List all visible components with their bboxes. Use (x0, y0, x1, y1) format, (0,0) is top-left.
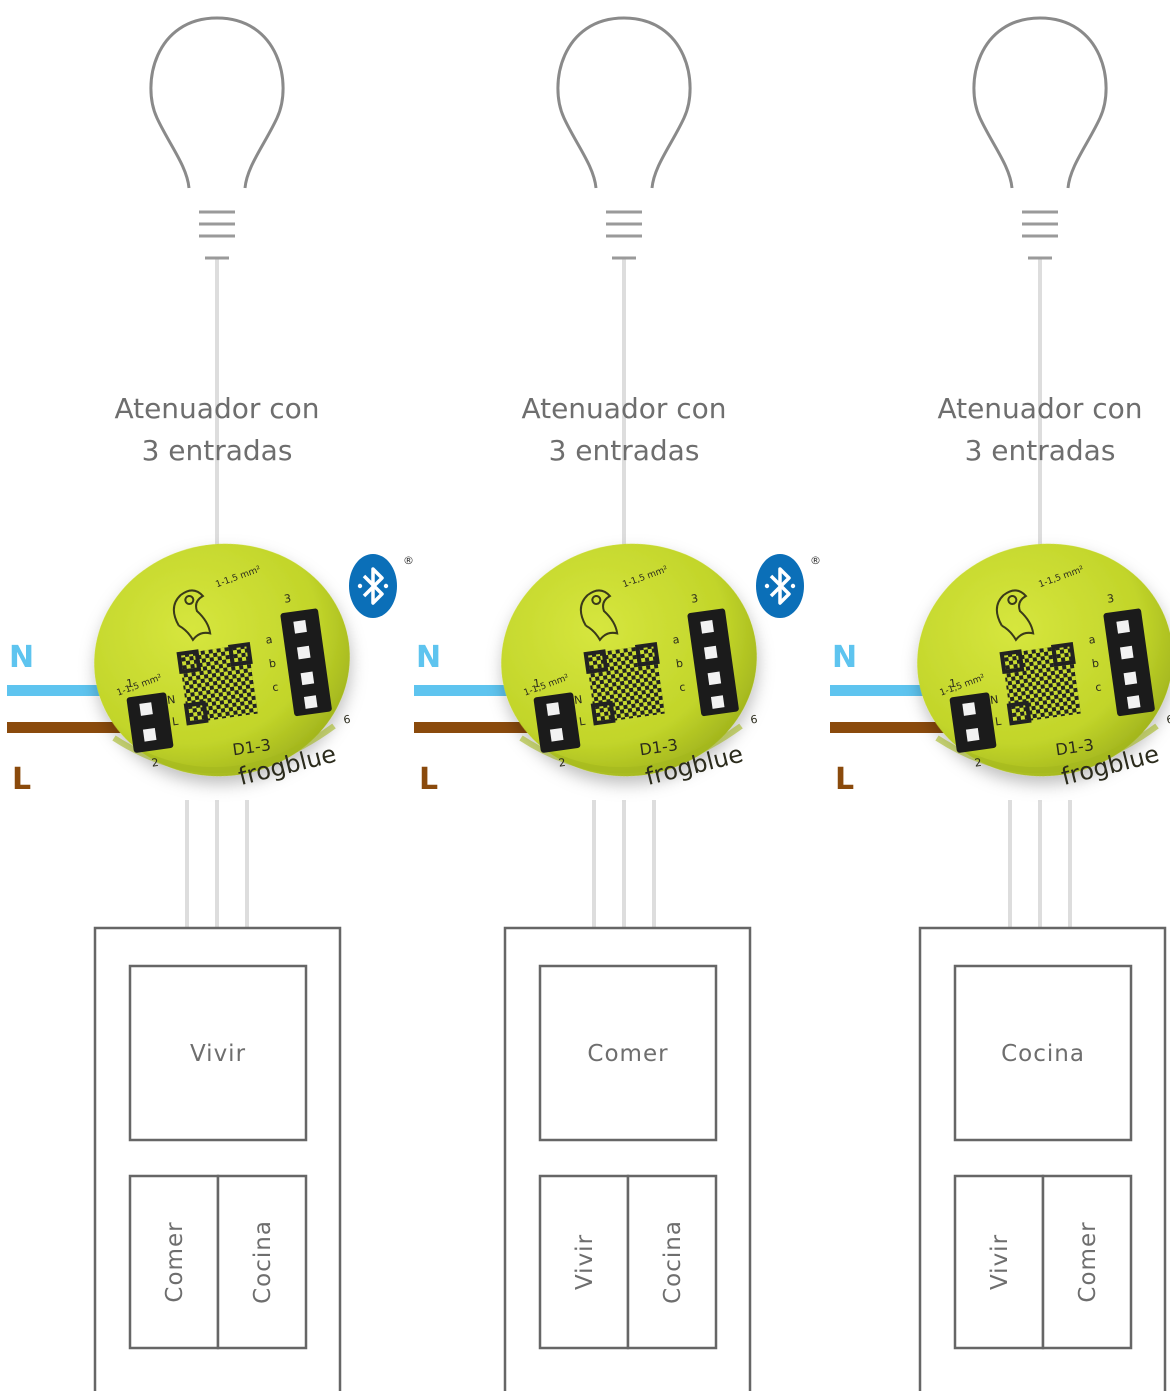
neutral-label: N (832, 640, 858, 675)
small-switch-label: Comer (1075, 1221, 1101, 1302)
dimmer-device (79, 527, 365, 792)
neutral-wire (7, 685, 137, 696)
small-switch-label: Cocina (250, 1220, 276, 1304)
small-switch-button[interactable] (953, 1174, 1045, 1350)
small-switch-button[interactable] (216, 1174, 308, 1350)
dimmer-device (486, 527, 772, 792)
live-wire (830, 722, 960, 733)
device-label-line: 3 entradas (964, 434, 1116, 467)
bluetooth-icon (347, 552, 416, 620)
device-label-line: 3 entradas (548, 434, 700, 467)
device-label-line: Atenuador con (521, 392, 727, 425)
main-switch-label: Cocina (1001, 1041, 1085, 1067)
small-switch-label: Vivir (987, 1234, 1013, 1290)
small-switch-button[interactable] (538, 1174, 630, 1350)
small-switch-label: Comer (162, 1221, 188, 1302)
main-switch-button[interactable] (538, 964, 718, 1142)
device-label: Atenuador con 3 entradas (494, 388, 754, 472)
device-label: Atenuador con 3 entradas (87, 388, 347, 472)
neutral-wire (830, 685, 960, 696)
small-switch-button[interactable] (1041, 1174, 1133, 1350)
main-switch-button[interactable] (128, 964, 308, 1142)
small-switch-button[interactable] (626, 1174, 718, 1350)
device-label-line: Atenuador con (937, 392, 1143, 425)
light-bulb-icon (556, 16, 692, 260)
device-label: Atenuador con 3 entradas (910, 388, 1170, 472)
live-wire (414, 722, 544, 733)
dimmer-device (902, 527, 1170, 792)
device-label-line: 3 entradas (141, 434, 293, 467)
live-label: L (12, 762, 32, 797)
bluetooth-icon (754, 552, 823, 620)
device-label-line: Atenuador con (114, 392, 320, 425)
main-switch-label: Comer (587, 1041, 668, 1067)
live-wire (7, 722, 137, 733)
neutral-label: N (416, 640, 442, 675)
light-bulb-icon (149, 16, 285, 260)
main-switch-button[interactable] (953, 964, 1133, 1142)
main-switch-label: Vivir (190, 1041, 246, 1067)
live-label: L (835, 762, 855, 797)
small-switch-label: Cocina (660, 1220, 686, 1304)
neutral-label: N (9, 640, 35, 675)
small-switch-label: Vivir (572, 1234, 598, 1290)
neutral-wire (414, 685, 544, 696)
live-label: L (419, 762, 439, 797)
light-bulb-icon (972, 16, 1108, 260)
